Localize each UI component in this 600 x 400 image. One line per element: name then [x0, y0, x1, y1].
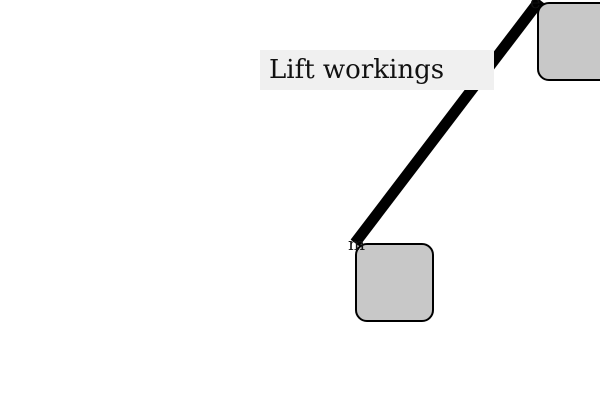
edge-label: Lift workings — [260, 50, 494, 90]
edge-line — [350, 0, 545, 247]
port-label-bottom: m — [348, 234, 366, 255]
port-label-top-right: e — [530, 0, 541, 13]
node-bottom[interactable] — [355, 243, 434, 322]
node-top-right[interactable] — [537, 2, 600, 81]
